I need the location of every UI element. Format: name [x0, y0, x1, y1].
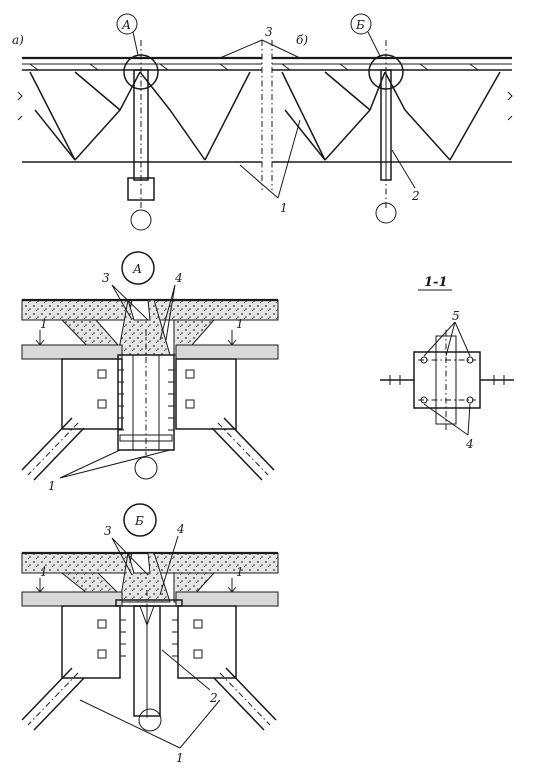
callout-circle-a	[123, 54, 159, 90]
view-a-label: а)	[12, 33, 24, 47]
detail-b-callout-2: 2	[209, 691, 218, 705]
detail-b-callout-1-right: 1	[236, 565, 244, 579]
callout-circle-b	[368, 54, 404, 90]
callout-3-top: 3	[265, 25, 273, 39]
callout-1-top: 1	[280, 201, 288, 215]
callout-2-top: 2	[411, 189, 420, 203]
detail-b-callout-3: 3	[104, 524, 112, 538]
node-b-tag: Б	[355, 18, 365, 32]
section-1-1	[380, 289, 514, 436]
detail-b-callout-4: 4	[176, 522, 185, 536]
section-title: 1-1	[424, 275, 448, 290]
detail-a-title: А	[132, 262, 142, 276]
detail-a-callout-1-bottom: 1	[48, 479, 56, 493]
axis-marker-b	[375, 202, 397, 224]
detail-a	[21, 251, 279, 481]
section-callout-4: 4	[465, 437, 474, 451]
detail-b-callout-1-left: 1	[40, 565, 48, 579]
detail-a-callout-3: 3	[102, 271, 110, 285]
node-a-tag: А	[121, 18, 131, 32]
detail-a-callout-1-right: 1	[236, 317, 244, 331]
detail-b-title: Б	[134, 514, 144, 528]
axis-marker-a	[130, 209, 152, 231]
detail-a-callout-4: 4	[174, 271, 183, 285]
view-b-label: б)	[296, 33, 308, 47]
detail-a-callout-1-left: 1	[40, 317, 48, 331]
elevation-views	[17, 13, 513, 231]
detail-b-callout-1-bottom: 1	[176, 751, 184, 765]
section-callout-5: 5	[452, 309, 460, 323]
detail-b	[21, 503, 279, 749]
